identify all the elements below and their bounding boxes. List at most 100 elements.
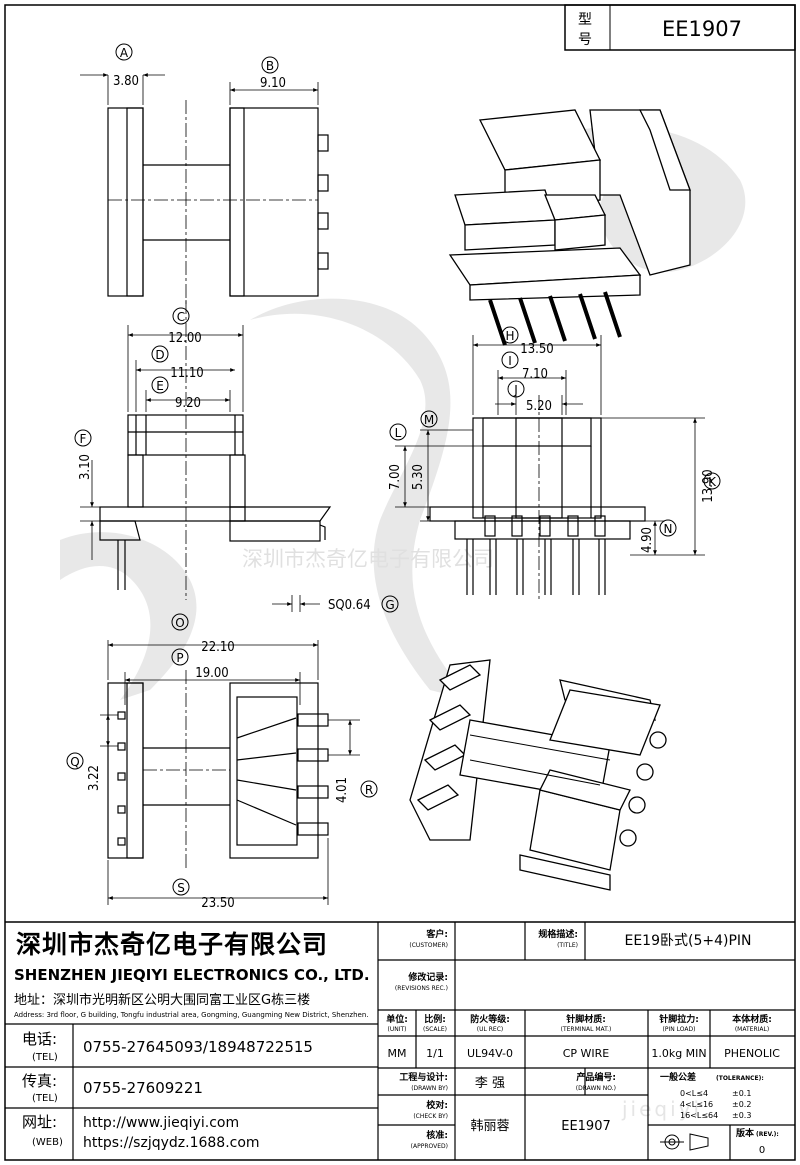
unit-sub: (UNIT): [388, 1026, 407, 1033]
dim-B: B 9.10: [260, 56, 286, 91]
company-name-en: SHENZHEN JIEQIYI ELECTRONICS CO., LTD.: [14, 966, 370, 984]
scale-sub: (SCALE): [423, 1026, 447, 1033]
front-view: [395, 335, 705, 600]
model-label-2: 号: [578, 32, 592, 48]
dim-D-letter: D: [155, 348, 164, 362]
customer-label: 客户:: [425, 928, 448, 940]
drawn-sub: (DRAWN BY): [411, 1085, 448, 1092]
web-value-1: http://www.jieqiyi.com: [83, 1115, 239, 1131]
company-name-cn: 深圳市杰奇亿电子有限公司: [16, 930, 328, 959]
top-view: [80, 73, 329, 305]
scale-value: 1/1: [426, 1047, 444, 1060]
dim-O: O 22.10: [171, 613, 235, 655]
tol3-value: ±0.3: [732, 1111, 751, 1120]
dim-K-letter: K: [708, 475, 717, 489]
dim-I-value: 7.10: [522, 367, 548, 382]
version-label: 版本: [735, 1127, 755, 1139]
dim-I-letter: I: [508, 354, 512, 368]
dim-D: D 11.10: [151, 345, 204, 381]
model-value: EE1907: [662, 17, 742, 41]
version-value: 0: [759, 1145, 765, 1156]
dim-R-value: 4.01: [335, 777, 350, 803]
unit-value: MM: [388, 1047, 407, 1060]
watermark-text: 深圳市杰奇亿电子有限公司: [242, 547, 494, 571]
dim-J-value: 5.20: [526, 399, 552, 414]
revision-label: 修改记录:: [407, 971, 448, 983]
title-block-fields: 客户: (CUSTOMER) 规格描述: (TITLE) EE19卧式(5+4)…: [386, 928, 780, 1156]
drawn-label: 工程与设计:: [399, 1071, 448, 1083]
dim-M-letter: M: [424, 413, 434, 427]
dim-C-value: 12.00: [168, 331, 201, 346]
check-value: 韩丽蓉: [470, 1119, 509, 1134]
material-label: 本体材质:: [732, 1013, 772, 1025]
pinload-label: 针脚拉力:: [659, 1013, 699, 1025]
ul-label: 防火等级:: [470, 1013, 510, 1025]
isometric-view-bottom: [409, 659, 667, 891]
dim-L: L 7.00: [388, 423, 407, 490]
dim-L-value: 7.00: [388, 464, 403, 490]
dim-C: C 12.00: [168, 307, 202, 346]
dim-N: 4.90 N: [640, 519, 677, 553]
dim-S-letter: S: [177, 881, 185, 895]
tol2-range: 4<L≤16: [680, 1100, 713, 1109]
ul-value: UL94V-0: [467, 1047, 513, 1060]
company-info: 深圳市杰奇亿电子有限公司 SHENZHEN JIEQIYI ELECTRONIC…: [14, 930, 370, 1151]
title-label: 规格描述:: [538, 928, 578, 940]
dim-G-letter: G: [385, 598, 394, 612]
ul-sub: (UL REC): [477, 1026, 503, 1033]
dim-M: M 5.30: [411, 410, 438, 490]
projection-symbol-icon: [660, 1133, 709, 1151]
title-sub: (TITLE): [557, 942, 578, 949]
isometric-view-top: [448, 109, 691, 346]
dim-G: SQ0.64 G: [328, 595, 399, 613]
dim-Q-value: 3.22: [87, 765, 102, 791]
dim-O-value: 22.10: [201, 640, 234, 655]
title-block: [5, 921, 795, 1160]
title-value: EE19卧式(5+4)PIN: [624, 933, 751, 949]
fax-sub: (TEL): [32, 1093, 58, 1104]
terminal-value: CP WIRE: [563, 1047, 610, 1060]
dim-H-value: 13.50: [520, 342, 553, 357]
version-sub: (REV.):: [756, 1131, 779, 1138]
terminal-label: 针脚材质:: [566, 1013, 606, 1025]
approved-label: 核准:: [426, 1129, 448, 1141]
company-address-en: Address: 3rd floor, G building, Tongfu i…: [14, 1011, 369, 1019]
tol3-range: 16<L≤64: [680, 1111, 718, 1120]
material-value: PHENOLIC: [724, 1047, 780, 1060]
watermark-site: jieqiyi: [621, 1097, 702, 1121]
model-box: 型 号 EE1907: [564, 4, 796, 51]
dim-F: F 3.10: [74, 429, 93, 480]
tel-sub: (TEL): [32, 1052, 58, 1063]
dim-S-value: 23.50: [201, 896, 234, 911]
tel-label: 电话:: [22, 1030, 57, 1048]
dim-J-letter: J: [513, 383, 518, 397]
check-label: 校对:: [426, 1099, 448, 1111]
dim-L-letter: L: [395, 426, 402, 440]
drawn-no-sub: (DRAWN NO.): [576, 1085, 616, 1092]
revision-sub: (REVISIONS REC.): [395, 985, 448, 992]
web-sub: (WEB): [32, 1137, 63, 1148]
dim-R-letter: R: [365, 783, 373, 797]
dim-D-value: 11.10: [170, 366, 203, 381]
web-value-2: https://szjqydz.1688.com: [83, 1135, 260, 1151]
drawn-no-value: EE1907: [561, 1119, 611, 1134]
dim-B-value: 9.10: [260, 76, 286, 91]
dim-P: P 19.00: [171, 648, 229, 681]
dim-J: J 5.20: [507, 380, 552, 414]
dim-K: 13.90 K: [701, 469, 721, 503]
dim-S: S 23.50: [172, 878, 235, 911]
company-address-cn: 地址：深圳市光明新区公明大围同富工业区G栋三楼: [14, 992, 310, 1008]
bottom-view: [100, 640, 360, 905]
sheet-border: [4, 4, 796, 1161]
fax-label: 传真:: [22, 1072, 57, 1090]
approved-sub: (APPROVED): [411, 1143, 448, 1150]
dim-O-letter: O: [175, 616, 184, 630]
tolerance-label: 一般公差: [660, 1071, 696, 1083]
unit-label: 单位:: [386, 1013, 408, 1025]
tolerance-sub: (TOLERANCE):: [716, 1075, 764, 1082]
side-view: [80, 300, 332, 612]
tel-value: 0755-27645093/18948722515: [83, 1038, 313, 1056]
dim-R: 4.01 R: [335, 777, 378, 803]
customer-sub: (CUSTOMER): [409, 942, 448, 949]
